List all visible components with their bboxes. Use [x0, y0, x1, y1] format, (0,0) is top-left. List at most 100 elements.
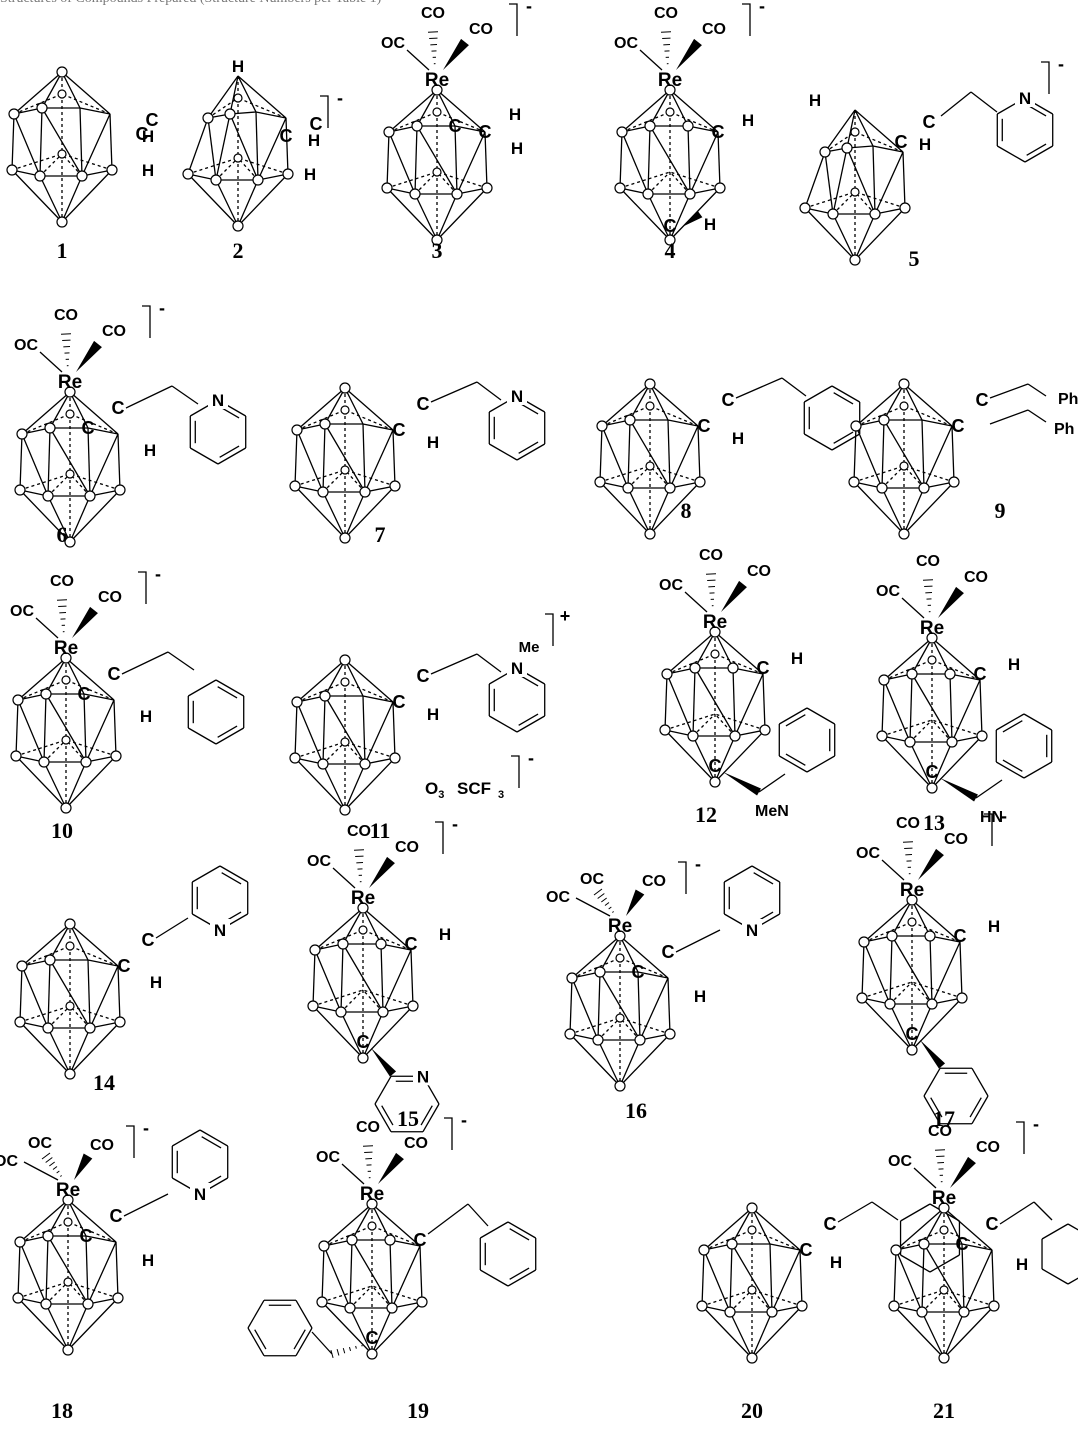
- dashed-bond: [237, 157, 289, 175]
- bond: [39, 175, 63, 223]
- boron-vertex: [56, 66, 68, 78]
- carbon-label: C: [662, 942, 675, 962]
- wedge-bond: [369, 856, 395, 888]
- bond: [931, 735, 983, 789]
- bond: [664, 673, 668, 731]
- atom-label: H: [144, 441, 156, 460]
- boron-vertex: [759, 724, 771, 736]
- boron-vertex: [339, 654, 351, 666]
- bond: [694, 631, 716, 669]
- bond: [454, 125, 486, 133]
- dashed-bond: [621, 111, 671, 133]
- boron-vertex: [939, 1225, 949, 1235]
- bond: [872, 145, 904, 153]
- bond: [961, 1243, 993, 1251]
- bond: [362, 1011, 384, 1059]
- boron-vertex: [727, 662, 739, 674]
- boron-vertex: [40, 688, 52, 700]
- bond: [893, 1249, 897, 1307]
- boron-vertex: [664, 482, 676, 494]
- boron-vertex: [746, 1352, 758, 1364]
- bond: [344, 387, 364, 425]
- bond: [217, 725, 238, 738]
- bond: [374, 1075, 392, 1105]
- bond: [23, 1161, 59, 1181]
- boron-vertex: [106, 164, 118, 176]
- bond: [714, 631, 764, 675]
- bond: [215, 113, 231, 181]
- boron-vertex: [335, 1006, 347, 1018]
- wedge-bond: [676, 38, 702, 70]
- bond: [17, 1297, 69, 1351]
- ring-heteroatom-label: N: [214, 921, 226, 940]
- boron-vertex: [596, 420, 608, 432]
- hashed-bond: [934, 1149, 946, 1151]
- bond: [846, 109, 856, 149]
- boron-vertex: [366, 1348, 378, 1360]
- carbon-label: C: [449, 116, 462, 136]
- bond: [484, 131, 488, 189]
- boron-vertex: [82, 1298, 94, 1310]
- boron-vertex: [386, 1302, 398, 1314]
- bond: [697, 425, 701, 483]
- boron-vertex: [84, 490, 96, 502]
- bond: [19, 965, 23, 1023]
- bond: [883, 679, 911, 743]
- bond: [667, 419, 699, 427]
- bond: [324, 387, 346, 425]
- bond: [321, 1301, 373, 1355]
- bond: [675, 929, 721, 953]
- co-ligand-label: CO: [469, 21, 493, 38]
- boron-vertex: [564, 1028, 576, 1040]
- boron-vertex: [878, 674, 890, 686]
- bond: [729, 1243, 733, 1313]
- bond: [255, 111, 259, 181]
- bond: [47, 1027, 71, 1075]
- bond: [903, 481, 955, 535]
- co-ligand-label: CO: [421, 5, 445, 22]
- charge-sign: -: [143, 1118, 149, 1138]
- ring-heteroatom-label: N: [511, 659, 523, 678]
- boron-vertex: [381, 182, 393, 194]
- co-ligand-label: CO: [404, 1135, 428, 1152]
- boron-vertex: [796, 1300, 808, 1312]
- charge-bracket: [138, 571, 147, 604]
- hashed-bond: [45, 1157, 53, 1163]
- bond: [732, 667, 736, 737]
- bond: [436, 89, 456, 127]
- bond: [666, 631, 716, 675]
- carbon-label: C: [136, 124, 149, 144]
- carbon-label: C: [757, 658, 770, 678]
- bond: [296, 701, 324, 765]
- bond: [509, 1267, 530, 1280]
- carbon-label: C: [664, 216, 677, 236]
- co-ligand-label: OC: [316, 1149, 340, 1166]
- bond: [806, 707, 836, 725]
- bond: [362, 423, 394, 431]
- bond: [419, 1245, 423, 1303]
- bond: [619, 935, 639, 973]
- bond: [422, 1103, 440, 1133]
- boron-vertex: [746, 1202, 758, 1214]
- boron-vertex: [976, 730, 988, 742]
- dashed-bond: [804, 191, 856, 209]
- dashed-bond: [294, 469, 346, 487]
- bond: [881, 487, 905, 535]
- boron-vertex: [64, 1068, 76, 1080]
- dashed-bond: [911, 981, 933, 1005]
- bond: [392, 701, 396, 759]
- bond: [420, 1105, 433, 1126]
- compound-number: 7: [375, 522, 386, 547]
- boron-vertex: [481, 182, 493, 194]
- boron-vertex: [876, 730, 888, 742]
- boron-vertex: [799, 202, 811, 214]
- compound-20: CCH: [696, 1201, 961, 1364]
- dashed-bond: [666, 653, 716, 675]
- co-ligand-label: CO: [347, 823, 371, 840]
- boron-vertex: [358, 925, 368, 935]
- bond: [995, 761, 1025, 779]
- carbon-label: C: [80, 1226, 93, 1246]
